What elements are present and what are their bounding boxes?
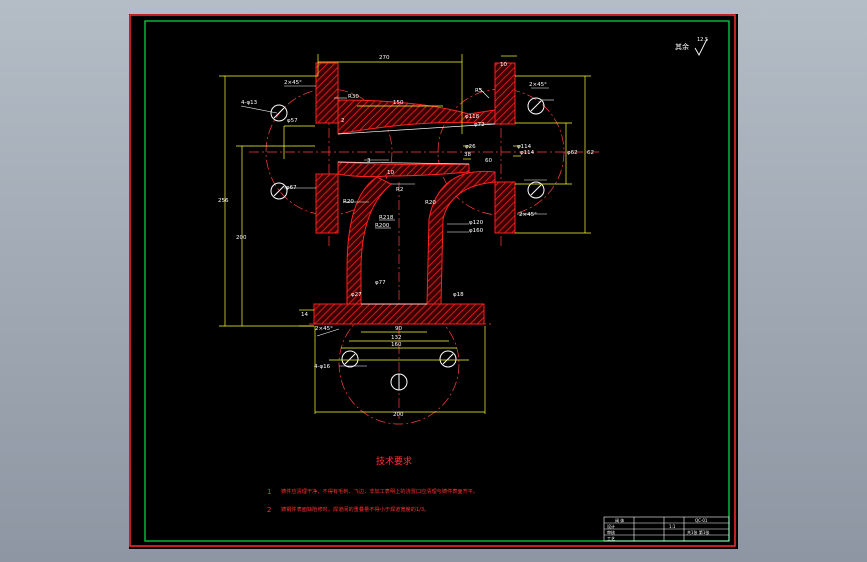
dim-270: 270 <box>379 55 390 61</box>
dim-r30: R30 <box>348 94 359 100</box>
dim-phi27: φ27 <box>351 292 362 298</box>
dim-62: 62 <box>587 150 594 156</box>
dim-2x45-b: 2×45° <box>315 326 333 332</box>
dim-phi62: φ62 <box>567 150 578 156</box>
dim-phi72: φ72 <box>474 122 485 128</box>
dim-60: 60 <box>485 158 492 164</box>
valve-body-drawing: 其余 12.5 <box>129 14 736 547</box>
title-block-row-3: 工艺 <box>607 536 615 541</box>
dim-4-phi16: 4-φ16 <box>314 364 331 370</box>
roughness-symbol: 其余 12.5 <box>675 37 708 56</box>
title-block-row-1: 设计 <box>607 523 615 529</box>
dim-2: 2 <box>341 118 345 124</box>
dim-phi120: φ120 <box>469 220 484 226</box>
title-block-name: 阀 体 <box>615 517 624 523</box>
outer-frame <box>129 14 736 547</box>
title-block-texts: 阀 体 QC-01 1:1 设计 审核 工艺 共1张 第1张 <box>607 517 709 541</box>
notes-title: 技术要求 <box>376 455 412 467</box>
dim-38: 38 <box>464 152 471 158</box>
dim-r5: R5 <box>475 88 483 94</box>
dim-200: 200 <box>236 235 247 241</box>
dim-r20-r: R20 <box>425 200 436 206</box>
dim-14: 14 <box>301 312 308 318</box>
roughness-value: 12.5 <box>697 37 708 43</box>
dim-160: 160 <box>391 342 402 348</box>
dimension-texts: 270 10 2×45° 4-φ13 R30 150 2 φ118 φ72 φ5… <box>218 55 594 418</box>
dim-phi57: φ57 <box>287 118 298 124</box>
hatched-section <box>313 62 516 325</box>
title-block-sheet: 共1张 第1张 <box>687 529 709 535</box>
title-block <box>603 516 730 542</box>
dim-3: 3 <box>367 158 371 164</box>
dim-phi67: φ67 <box>286 185 297 191</box>
title-block-row-2: 审核 <box>607 529 615 535</box>
dim-10-top: 10 <box>500 62 507 68</box>
dim-r2: R2 <box>396 187 403 193</box>
dim-150: 150 <box>393 100 404 106</box>
leader-lines <box>240 85 554 367</box>
dim-phi26: φ26 <box>465 144 476 150</box>
dim-132: 132 <box>391 335 402 341</box>
section-outline <box>337 123 496 305</box>
cad-viewport[interactable]: 其余 12.5 <box>129 14 738 549</box>
dim-200-b: 200 <box>393 412 404 418</box>
roughness-label: 其余 <box>675 42 689 51</box>
bolt-holes <box>270 97 545 391</box>
dim-2x45-r: 2×45° <box>519 212 537 218</box>
dim-r200: R200 <box>375 223 390 229</box>
dim-phi118a: φ118 <box>465 114 480 120</box>
dim-phi77: φ77 <box>375 280 386 286</box>
dim-phi114a: φ114 <box>520 150 535 156</box>
technical-notes: 技术要求 1 铸件应清理干净，不得有毛刺、飞边，非加工表明上的浇冒口应清理与铸件… <box>267 455 478 514</box>
dim-90: 90 <box>395 326 402 332</box>
dimension-lines <box>219 54 591 414</box>
dim-4-phi13: 4-φ13 <box>241 100 258 106</box>
center-lines <box>249 74 599 425</box>
title-block-code: QC-01 <box>695 518 708 523</box>
dim-phi160: φ160 <box>469 228 484 234</box>
note-2-text: 铸钢件表面缺陷修时，焊道间的重叠量不得小于焊道宽度的1/3。 <box>281 505 429 513</box>
dim-phi18: φ18 <box>453 292 464 298</box>
note-1-num: 1 <box>267 488 271 496</box>
dim-r218: R218 <box>379 215 394 221</box>
dim-2x45-tl: 2×45° <box>284 80 302 86</box>
note-1-text: 铸件应清理干净，不得有毛刺、飞边，非加工表明上的浇冒口应清理与铸件表面齐平。 <box>281 487 478 495</box>
dim-r20-l: R20 <box>343 199 354 205</box>
dim-256: 256 <box>218 198 229 204</box>
dim-phi114b: φ114 <box>517 144 532 150</box>
note-2-num: 2 <box>267 506 271 514</box>
dim-2x45-rt: 2×45° <box>529 82 547 88</box>
title-block-scale: 1:1 <box>669 524 676 529</box>
dim-10: 10 <box>387 170 394 176</box>
drawing-border <box>144 20 730 542</box>
